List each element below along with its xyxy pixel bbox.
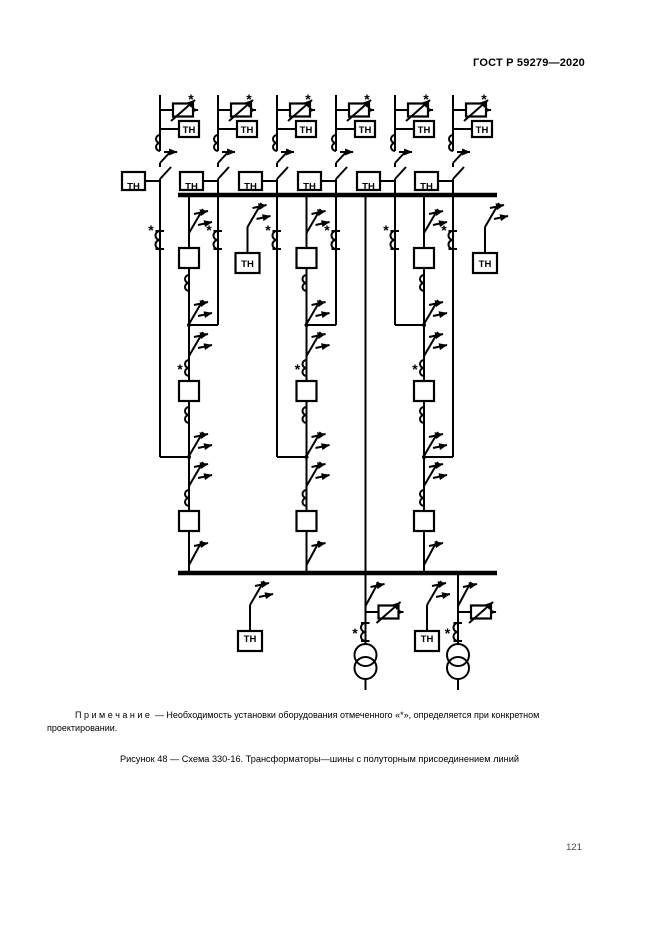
star-mark: * [265, 222, 271, 238]
tn-label: ТН [185, 182, 198, 193]
tn-label: ТН [421, 634, 434, 645]
bypass-branch [389, 195, 424, 326]
note-text: П р и м е ч а н и е — Необходимость уста… [47, 709, 592, 735]
tn-label: ТН [420, 182, 433, 193]
breaker-string [179, 195, 212, 573]
tn-label: ТН [303, 182, 316, 193]
page-number: 121 [566, 842, 582, 853]
star-mark: * [206, 222, 212, 238]
document-header: ГОСТ Р 59279—2020 [473, 57, 585, 69]
tn-label: ТН [418, 125, 431, 136]
bypass-branch [271, 195, 307, 458]
tn-label: ТН [479, 259, 492, 270]
star-mark: * [441, 222, 447, 238]
tn-label: ТН [244, 182, 257, 193]
bypass-branch [424, 195, 458, 458]
note-term: П р и м е ч а н и е [75, 710, 150, 720]
star-mark: * [148, 222, 154, 238]
tn-label: ТН [359, 125, 372, 136]
star-mark: * [246, 91, 252, 107]
star-mark: * [324, 222, 330, 238]
breaker-string [414, 195, 447, 573]
star-mark: * [188, 91, 194, 107]
star-mark: * [295, 361, 301, 377]
figure-caption: Рисунок 48 — Схема 330-16. Трансформатор… [120, 754, 519, 764]
bypass-branch [306, 195, 341, 326]
star-mark: * [305, 91, 311, 107]
star-mark: * [177, 361, 183, 377]
bypass-branch [189, 195, 223, 326]
star-mark: * [423, 91, 429, 107]
transformer-feeder [355, 573, 404, 690]
star-mark: * [383, 222, 389, 238]
star-mark: * [445, 625, 451, 641]
tn-label: ТН [127, 182, 140, 193]
tn-label: ТН [241, 125, 254, 136]
tn-label: ТН [300, 125, 313, 136]
tn-label: ТН [244, 634, 257, 645]
transformer-feeder [447, 573, 496, 690]
tn-label: ТН [183, 125, 196, 136]
note-body: — Необходимость установки оборудования о… [47, 710, 540, 733]
tn-label: ТН [362, 182, 375, 193]
bypass-branch [154, 195, 189, 458]
tn-label: ТН [476, 125, 489, 136]
tn-label: ТН [241, 259, 254, 270]
star-mark: * [364, 91, 370, 107]
star-mark: * [352, 625, 358, 641]
star-mark: * [481, 91, 487, 107]
star-mark: * [412, 361, 418, 377]
breaker-string [297, 195, 330, 573]
